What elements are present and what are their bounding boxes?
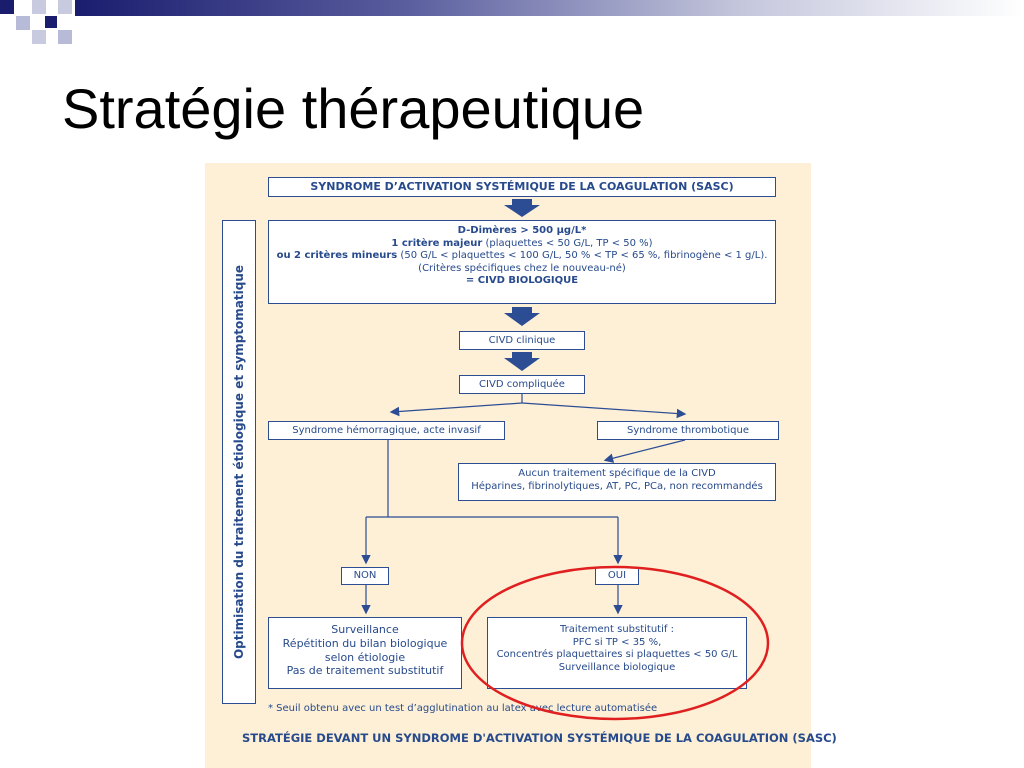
corner-square-light [16,16,30,30]
aucun-line-1: Aucun traitement spécifique de la CIVD [518,468,716,479]
sasc-header-box: SYNDROME D’ACTIVATION SYSTÉMIQUE DE LA C… [268,177,776,197]
criteria-line-4: (Critères spécifiques chez le nouveau-né… [418,262,626,274]
corner-square-light3 [58,30,72,44]
civd-compliquee-box: CIVD compliquée [459,375,585,394]
criteria-minor-label: ou 2 critères mineurs [276,250,398,261]
surveillance-line-4: Pas de traitement substitutif [286,664,444,678]
connector-split-left [389,402,523,417]
criteria-line-3: ou 2 critères mineurs (50 G/L < plaquett… [269,250,775,263]
non-box: NON [341,567,389,585]
criteria-box: D-Dimères > 500 µg/L* 1 critère majeur (… [268,220,776,304]
hemorragique-text: Syndrome hémorragique, acte invasif [292,425,481,436]
criteria-line-1: D-Dimères > 500 µg/L* [457,225,587,236]
corner-square-light2 [32,30,46,44]
connector-split-right [521,402,687,419]
surveillance-line-3: selon étiologie [324,650,406,664]
figure-caption: STRATÉGIE DEVANT UN SYNDROME D'ACTIVATIO… [242,731,837,745]
traitement-line-1: Traitement substitutif : [560,624,674,635]
oui-text: OUI [607,570,627,581]
block-arrow-1 [504,199,540,217]
slide-title: Stratégie thérapeutique [62,77,645,140]
traitement-box: Traitement substitutif : PFC si TP < 35 … [487,617,747,689]
highlight-circle [460,565,770,721]
corner-square-mid2 [58,0,72,14]
civd-clinique-text: CIVD clinique [488,335,556,346]
civd-compliquee-text: CIVD compliquée [479,379,565,390]
corner-square-navy2 [45,16,57,28]
criteria-minor-detail: (50 G/L < plaquettes < 100 G/L, 50 % < T… [397,250,768,261]
aucun-line-2: Héparines, fibrinolytiques, AT, PC, PCa,… [471,480,763,492]
criteria-line-2: 1 critère majeur (plaquettes < 50 G/L, T… [269,238,775,251]
civd-clinique-box: CIVD clinique [459,331,585,350]
thrombotique-text: Syndrome thrombotique [626,425,750,436]
non-text: NON [353,570,377,581]
criteria-line-5: = CIVD BIOLOGIQUE [465,275,579,286]
thrombotique-box: Syndrome thrombotique [597,421,779,440]
block-arrow-3 [504,352,540,371]
surveillance-line-2: Répétition du bilan biologique [282,636,448,650]
corner-square-mid [32,0,46,14]
traitement-line-4: Surveillance biologique [558,661,676,673]
surveillance-box: Surveillance Répétition du bilan biologi… [268,617,462,689]
criteria-major-detail: (plaquettes < 50 G/L, TP < 50 %) [482,237,653,249]
corner-square-navy [0,0,14,14]
traitement-line-2: PFC si TP < 35 %, [572,636,662,648]
traitement-line-3: Concentrés plaquettaires si plaquettes <… [496,649,738,660]
footnote: * Seuil obtenu avec un test d’agglutinat… [268,703,658,714]
surveillance-line-1: Surveillance [331,623,399,636]
connector-thrombo-aucun [603,439,686,463]
aucun-traitement-box: Aucun traitement spécifique de la CIVD H… [458,463,776,501]
block-arrow-2 [504,307,540,326]
sasc-header-text: SYNDROME D’ACTIVATION SYSTÉMIQUE DE LA C… [310,180,734,193]
hemorragique-box: Syndrome hémorragique, acte invasif [268,421,505,440]
side-label-box [222,220,256,704]
criteria-major-label: 1 critère majeur [391,237,483,249]
header-gradient-bar [75,0,1024,16]
